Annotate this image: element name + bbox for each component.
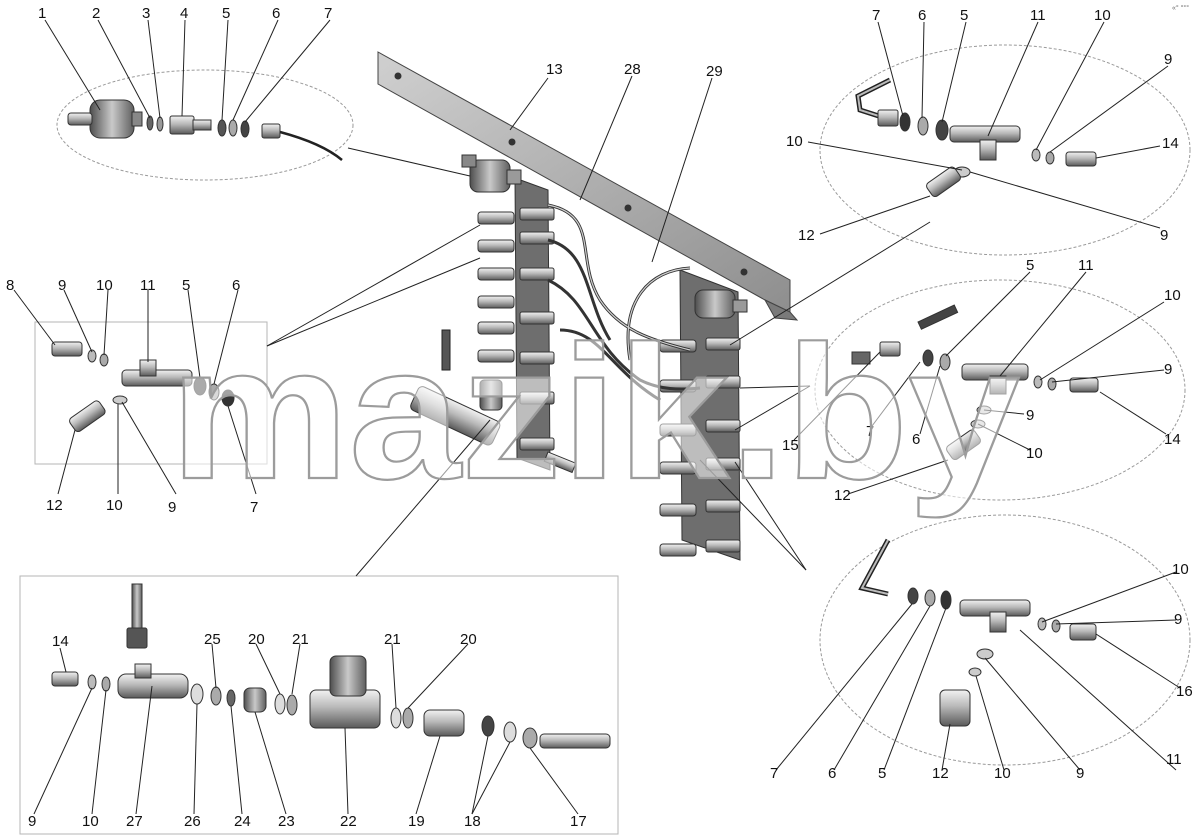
callout: 9 <box>168 499 176 516</box>
detail-ellipse-top-left <box>56 69 354 181</box>
callout: 20 <box>460 631 477 648</box>
callout: 5 <box>878 765 886 782</box>
callout: 10 <box>994 765 1011 782</box>
watermark: mazik.by mazik.by <box>169 306 1021 520</box>
callout: 1 <box>38 5 46 22</box>
callout: 28 <box>624 61 641 78</box>
detail-box-left <box>34 321 268 465</box>
callout: 9 <box>1076 765 1084 782</box>
callouts-top-right: 7 6 5 11 10 9 10 14 12 9 <box>786 7 1179 244</box>
parts-bottom-left <box>51 583 611 749</box>
callout: 20 <box>248 631 265 648</box>
callout: 9 <box>1164 361 1172 378</box>
callout: 10 <box>1026 445 1043 462</box>
callout: 17 <box>570 813 587 830</box>
valve-block <box>410 329 503 446</box>
callout: 9 <box>1160 227 1168 244</box>
callout: 9 <box>58 277 66 294</box>
callout: 23 <box>278 813 295 830</box>
callout: 12 <box>932 765 949 782</box>
callout: 10 <box>786 133 803 150</box>
central-assembly <box>377 51 799 561</box>
callout: 6 <box>918 7 926 24</box>
parts-top-left <box>67 99 343 161</box>
callout: 24 <box>234 813 251 830</box>
parts-left <box>51 341 235 433</box>
detail-outlines <box>19 44 1191 835</box>
callout: 22 <box>340 813 357 830</box>
callout: 7 <box>866 423 874 440</box>
callout: 5 <box>182 277 190 294</box>
callout: 7 <box>872 7 880 24</box>
callout: 9 <box>1174 611 1182 628</box>
detail-ellipse-mid-right <box>814 279 1186 501</box>
callout: 12 <box>46 497 63 514</box>
pressure-sensor <box>461 154 522 193</box>
callout: 12 <box>834 487 851 504</box>
callout: 6 <box>912 431 920 448</box>
callout: 14 <box>52 633 69 650</box>
corner-mark: «° °°° <box>1172 4 1189 12</box>
callout: 4 <box>180 5 188 22</box>
callout: 16 <box>1176 683 1193 700</box>
callout: 2 <box>92 5 100 22</box>
callout: 7 <box>770 765 778 782</box>
callout: 8 <box>6 277 14 294</box>
callout: 13 <box>546 61 563 78</box>
callout: 5 <box>960 7 968 24</box>
detail-ellipse-top-right <box>819 44 1191 256</box>
callout: 21 <box>292 631 309 648</box>
leader-lines <box>13 19 1181 815</box>
callout: 6 <box>828 765 836 782</box>
parts-bottom-right <box>858 538 1097 727</box>
callout: 11 <box>140 277 156 294</box>
callout: 10 <box>82 813 99 830</box>
detail-ellipse-bottom-right <box>819 514 1191 766</box>
watermark-text: mazik.by <box>170 307 1020 519</box>
callout: 10 <box>96 277 113 294</box>
callouts-mid-right: 5 11 10 9 15 7 6 9 10 14 12 <box>782 257 1181 504</box>
callout: 18 <box>464 813 481 830</box>
parts-top-right <box>855 77 1097 198</box>
callout: 21 <box>384 631 401 648</box>
callout: 6 <box>272 5 280 22</box>
pressure-sensor-right <box>694 289 748 319</box>
callout: 9 <box>28 813 36 830</box>
callout: 11 <box>1166 751 1182 768</box>
callouts-top-left: 1 2 3 4 5 6 7 <box>38 5 332 22</box>
callouts-center: 13 28 29 <box>546 61 723 80</box>
callouts-bottom-right: 10 9 16 7 6 5 12 10 9 11 <box>770 561 1193 782</box>
callout: 27 <box>126 813 143 830</box>
callout: 25 <box>204 631 221 648</box>
watermark-fill: mazik.by <box>170 307 1020 519</box>
callout: 10 <box>106 497 123 514</box>
callout: 9 <box>1026 407 1034 424</box>
callout: 7 <box>324 5 332 22</box>
callout: 29 <box>706 63 723 80</box>
detail-box-bottom-left <box>19 575 619 835</box>
callout: 5 <box>222 5 230 22</box>
callout: 9 <box>1164 51 1172 68</box>
callout: 11 <box>1078 257 1094 274</box>
callout: 3 <box>142 5 150 22</box>
callout: 5 <box>1026 257 1034 274</box>
callout: 14 <box>1164 431 1181 448</box>
callout: 10 <box>1172 561 1189 578</box>
left-fittings <box>477 207 555 451</box>
callout: 19 <box>408 813 425 830</box>
callout: 14 <box>1162 135 1179 152</box>
callout: 26 <box>184 813 201 830</box>
callout: 6 <box>232 277 240 294</box>
callout: 10 <box>1094 7 1111 24</box>
callout: 15 <box>782 437 799 454</box>
callout: 12 <box>798 227 815 244</box>
callout: 11 <box>1030 7 1046 24</box>
callout: 10 <box>1164 287 1181 304</box>
callouts-left: 8 9 10 11 5 6 12 10 9 7 <box>6 277 258 516</box>
callout: 7 <box>250 499 258 516</box>
callouts-bottom-left: 14 25 20 21 21 20 9 10 27 26 24 23 22 19… <box>28 631 587 830</box>
